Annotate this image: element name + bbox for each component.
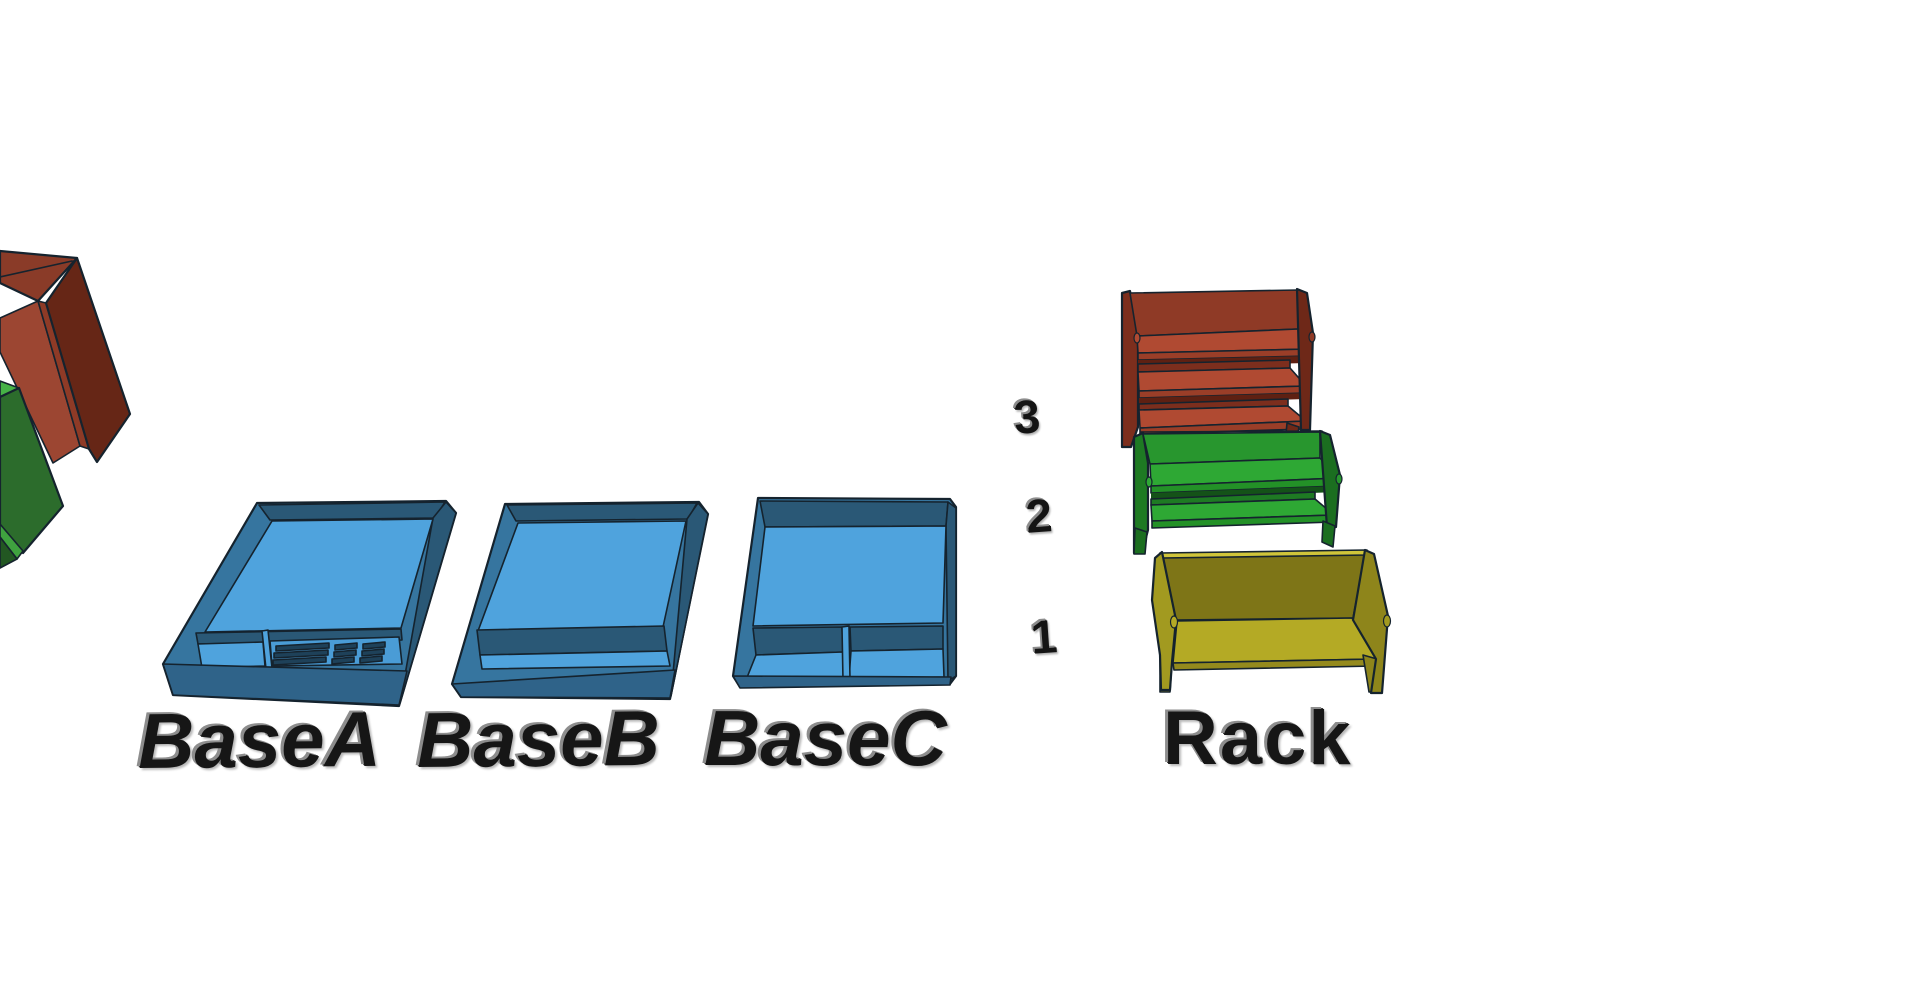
rack3-left-clip [1133, 332, 1141, 344]
rack1-shelf-top [1172, 617, 1377, 664]
rack2-top-edge-highlight [1140, 430, 1323, 433]
base-b-back-wall-inner [506, 502, 698, 522]
rack-2-shelf-model[interactable] [1132, 429, 1343, 555]
red-box-right-face [44, 256, 132, 464]
base-c-label: BaseC [704, 694, 947, 782]
base-a-front-wall [162, 663, 408, 706]
base-c-main-floor [752, 525, 947, 627]
base-a-slot-small-2 [362, 641, 386, 650]
rack-1-shelf-model[interactable] [1150, 548, 1392, 695]
rack3-right-clip [1308, 331, 1316, 343]
rack3-gap-2 [1139, 393, 1306, 404]
rack2-right-clip [1335, 473, 1343, 485]
base-a-tool-slots [272, 641, 386, 666]
base-a-back-wall-inner [258, 501, 446, 521]
base-b-front-wall [451, 669, 676, 699]
corner-box-red-model[interactable] [0, 249, 132, 464]
rack-count-2-label: 2 [1024, 488, 1054, 543]
base-a-slot-long-2 [273, 649, 329, 659]
base-c-front-wall [732, 675, 952, 689]
rack2-left-clip [1145, 476, 1153, 488]
rack2-left-foot [1133, 527, 1148, 555]
tray-base-a-model[interactable] [161, 499, 458, 708]
rack1-right-clip [1382, 614, 1392, 628]
rack1-left-clip [1169, 615, 1179, 629]
rack-count-3-label: 3 [1012, 389, 1042, 444]
rack3-back-wall [1129, 289, 1299, 337]
base-c-left-divider-face [752, 626, 844, 656]
tray-base-b-model[interactable] [450, 500, 710, 701]
green-box-right-face [0, 386, 65, 555]
rack-label: Rack [1163, 696, 1353, 781]
rack1-back-wall [1162, 553, 1366, 621]
tray-base-c-model[interactable] [731, 496, 958, 689]
base-b-front-pocket-floor [479, 650, 671, 670]
rack-count-1-label: 1 [1029, 609, 1059, 664]
base-c-right-wall-inner [945, 501, 957, 682]
rack3-left-panel [1120, 289, 1140, 449]
rack1-left-panel [1150, 550, 1178, 692]
red-box-rim-edge [0, 260, 73, 278]
base-a-slot-small-4 [361, 648, 385, 657]
base-a-slot-long-1 [275, 642, 330, 652]
base-a-slot-small-1 [334, 642, 358, 651]
rack1-right-panel [1351, 548, 1390, 695]
rack2-right-panel [1318, 429, 1342, 529]
base-b-label: BaseB [416, 693, 661, 785]
base-a-slot-long-3 [272, 656, 327, 666]
base-c-right-pocket-floor [848, 648, 945, 680]
base-c-back-wall-inner [759, 500, 949, 528]
base-a-label: BaseA [137, 694, 382, 786]
green-box-bottom-face [0, 536, 18, 569]
rack2-right-foot [1321, 520, 1336, 548]
base-c-right-divider-face [849, 625, 944, 652]
base-a-main-floor [204, 518, 434, 633]
base-a-left-pocket-floor [197, 641, 266, 669]
rack-3-shelf-model[interactable] [1120, 287, 1316, 449]
rack2-gap [1151, 486, 1338, 499]
base-b-divider-face [476, 625, 668, 656]
base-a-slot-small-6 [359, 655, 383, 664]
corner-box-green-model[interactable] [0, 380, 65, 569]
base-a-slot-small-5 [331, 656, 355, 665]
base-c-pocket-divider [841, 625, 851, 681]
base-a-slot-small-3 [333, 649, 357, 658]
rack3-right-panel [1295, 287, 1315, 432]
